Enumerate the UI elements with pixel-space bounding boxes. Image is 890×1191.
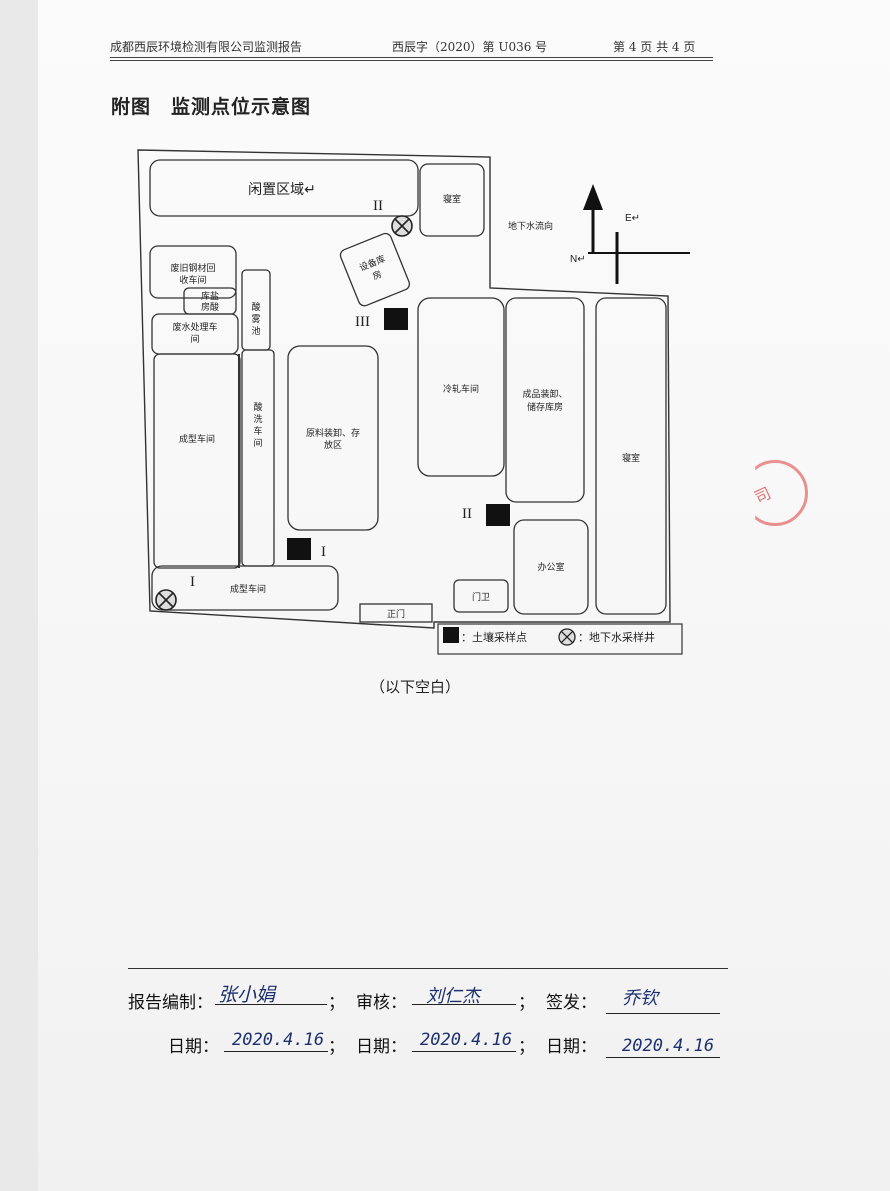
issue-signature: 乔钦 bbox=[622, 988, 658, 1009]
main-gate bbox=[359, 603, 433, 623]
date-label-2: 日期： bbox=[356, 1037, 407, 1057]
date-underline-3 bbox=[606, 1057, 720, 1058]
marker-ii-top: II bbox=[373, 198, 383, 214]
acid-pool-3: 池 bbox=[251, 325, 260, 336]
date-value-3: 2020.4.16 bbox=[622, 1036, 715, 1056]
sep-1: ； bbox=[328, 993, 345, 1013]
scrap-steel-workshop bbox=[149, 245, 237, 299]
finished-label-2: 储存库房 bbox=[527, 401, 563, 412]
review-label: 审核： bbox=[356, 993, 407, 1013]
review-underline bbox=[412, 1004, 516, 1005]
date-underline-2 bbox=[412, 1051, 516, 1052]
raw-label-1: 原料装卸、存 bbox=[306, 427, 360, 438]
forming-left-label: 成型车间 bbox=[179, 433, 215, 444]
scrap-label-1: 废旧钢材回 bbox=[170, 262, 215, 273]
guard-label: 门卫 bbox=[472, 591, 490, 602]
issue-label: 签发： bbox=[546, 993, 597, 1013]
header-report-no: 西辰字（2020）第 U036 号 bbox=[392, 40, 548, 54]
sep-3: ； bbox=[328, 1037, 345, 1057]
wastewater-label-1: 废水处理车 bbox=[172, 321, 217, 332]
idle-area-label: 闲置区域↵ bbox=[248, 181, 316, 197]
pickling-3: 车 bbox=[253, 425, 262, 436]
forming-bottom-label: 成型车间 bbox=[230, 583, 266, 594]
pickling-workshop bbox=[241, 349, 275, 567]
date-value-1: 2020.4.16 bbox=[232, 1030, 325, 1050]
date-value-2: 2020.4.16 bbox=[420, 1030, 513, 1050]
cold-rolling-label: 冷轧车间 bbox=[443, 383, 479, 394]
blank-below-note: （以下空白） bbox=[370, 678, 461, 696]
salt-label-2: 房酸 bbox=[201, 301, 219, 312]
scrap-label-2: 收车间 bbox=[179, 274, 206, 285]
equipment-label-2: 房 bbox=[371, 268, 383, 282]
date-label-1: 日期： bbox=[168, 1037, 219, 1057]
site-map: 闲置区域↵ 寝室 设备库 房 废旧钢材回 收车间 库盐 房酸 废水处理车 间 成… bbox=[137, 149, 690, 655]
salt-label-1: 库盐 bbox=[201, 290, 219, 301]
signature-rule bbox=[128, 968, 728, 969]
finished-goods-storage bbox=[505, 297, 585, 503]
compass-north-label: N↵ bbox=[570, 254, 586, 265]
header-rule bbox=[110, 57, 713, 58]
header-page-number: 第 4 页 共 4 页 bbox=[613, 40, 696, 54]
acid-pool-1: 酸 bbox=[251, 302, 260, 312]
forming-workshop-bottom bbox=[151, 565, 339, 611]
marker-iii: III bbox=[355, 314, 370, 330]
dorm-top bbox=[419, 163, 485, 237]
company-seal bbox=[755, 460, 808, 526]
legend-soil-label: ：土壤采样点 bbox=[461, 630, 527, 644]
header-rule-double bbox=[110, 60, 713, 61]
report-page bbox=[38, 0, 890, 1191]
equipment-storage bbox=[339, 232, 411, 307]
review-signature: 刘仁杰 bbox=[426, 986, 480, 1007]
legend-well-label: ：地下水采样井 bbox=[578, 630, 655, 644]
dorm-right-label: 寝室 bbox=[622, 452, 640, 463]
main-gate-label: 正门 bbox=[387, 608, 405, 619]
groundwater-flow-label: 地下水流向 bbox=[508, 220, 553, 231]
site-boundary bbox=[137, 149, 671, 629]
compass bbox=[583, 184, 690, 284]
figure-title: 附图 监测点位示意图 bbox=[111, 96, 312, 118]
wastewater-label-2: 间 bbox=[190, 333, 199, 344]
groundwater-well-1 bbox=[155, 589, 177, 611]
raw-material-area bbox=[287, 345, 379, 531]
sep-4: ； bbox=[518, 1037, 535, 1057]
header-company: 成都西辰环境检测有限公司监测报告 bbox=[110, 40, 303, 54]
issue-underline bbox=[606, 1013, 720, 1014]
compiled-underline bbox=[215, 1004, 327, 1005]
compiled-label: 报告编制： bbox=[128, 993, 213, 1013]
compiled-signature: 张小娟 bbox=[218, 984, 276, 1006]
marker-i-bottom: I bbox=[190, 574, 195, 590]
dorm-right bbox=[595, 297, 667, 615]
soil-point-3 bbox=[384, 308, 408, 330]
idle-area bbox=[149, 159, 419, 217]
groundwater-well-2 bbox=[391, 215, 413, 237]
pickling-2: 洗 bbox=[253, 413, 262, 424]
date-underline-1 bbox=[224, 1051, 328, 1052]
pickling-1: 酸 bbox=[253, 402, 262, 412]
guard-room bbox=[453, 579, 509, 613]
marker-i-mid: I bbox=[321, 544, 326, 560]
sep-2: ； bbox=[518, 993, 535, 1013]
soil-point-1 bbox=[287, 538, 311, 560]
acid-pool-2: 雾 bbox=[251, 314, 260, 324]
dorm-top-label: 寝室 bbox=[443, 193, 461, 204]
cold-rolling-workshop bbox=[417, 297, 505, 477]
forming-workshop-left bbox=[153, 353, 241, 569]
finished-label-1: 成品装卸、 bbox=[522, 388, 567, 399]
office-label: 办公室 bbox=[537, 561, 564, 572]
legend bbox=[437, 623, 683, 655]
office bbox=[513, 519, 589, 615]
marker-ii-mid: II bbox=[462, 506, 472, 522]
pickling-4: 间 bbox=[253, 437, 262, 448]
compass-east-label: E↵ bbox=[625, 213, 640, 224]
equipment-label-1: 设备库 bbox=[358, 253, 387, 273]
soil-point-2 bbox=[486, 504, 510, 526]
raw-label-2: 放区 bbox=[324, 439, 342, 450]
date-label-3: 日期： bbox=[546, 1037, 597, 1057]
